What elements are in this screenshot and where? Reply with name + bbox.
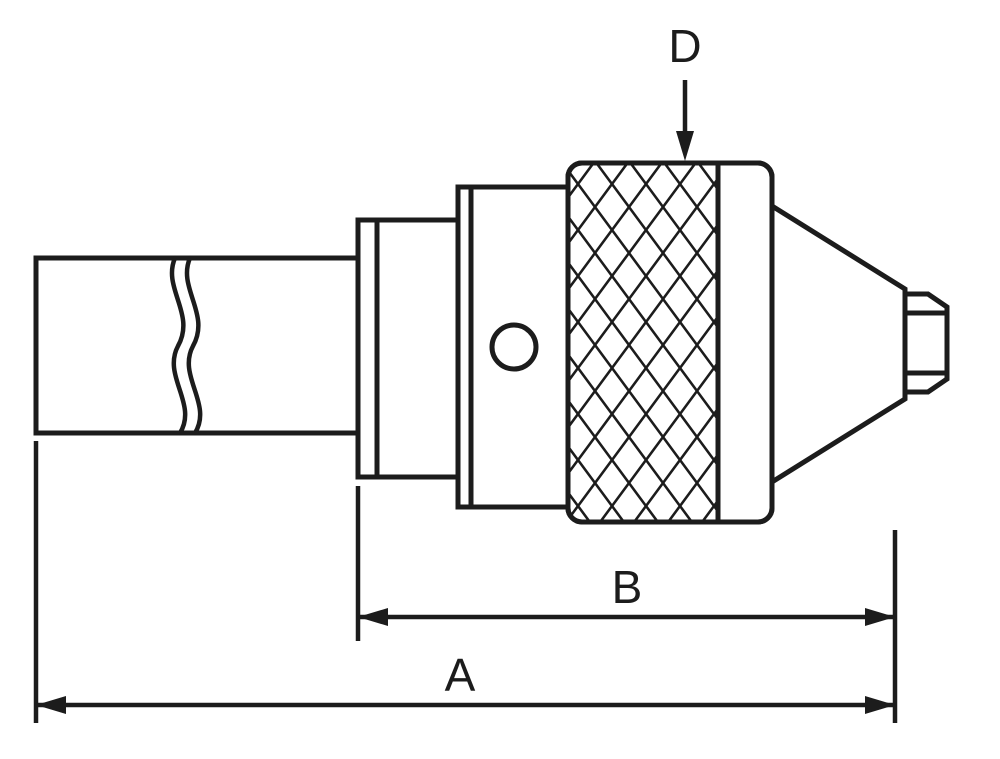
break-line-right bbox=[184, 255, 203, 436]
dimension-a: A bbox=[33, 441, 895, 723]
chuck-body bbox=[455, 184, 573, 510]
left-arrowhead-icon bbox=[36, 696, 66, 714]
chuck-jaw-tip bbox=[895, 291, 950, 395]
nose-cone-outline bbox=[769, 201, 908, 487]
dimension-d: D bbox=[668, 20, 702, 161]
nose-cone bbox=[769, 201, 908, 487]
shank-outline bbox=[33, 255, 362, 436]
break-lines bbox=[169, 255, 203, 436]
right-arrowhead-icon bbox=[865, 696, 895, 714]
dimension-b: B bbox=[355, 486, 898, 723]
rear-collar-outline bbox=[355, 217, 461, 480]
sleeve-outline bbox=[565, 160, 775, 525]
dimension-b-label: B bbox=[612, 561, 643, 613]
shank bbox=[33, 255, 362, 436]
down-arrowhead-icon bbox=[676, 131, 694, 161]
right-arrowhead-icon bbox=[865, 608, 895, 626]
left-arrowhead-icon bbox=[358, 608, 388, 626]
knurl-texture bbox=[568, 163, 718, 522]
pilot-hole bbox=[489, 322, 539, 372]
dimension-a-label: A bbox=[445, 649, 476, 701]
break-line-left bbox=[169, 255, 188, 436]
rear-collar bbox=[355, 217, 461, 480]
dimension-d-label: D bbox=[668, 20, 701, 72]
knurled-sleeve bbox=[565, 160, 775, 525]
